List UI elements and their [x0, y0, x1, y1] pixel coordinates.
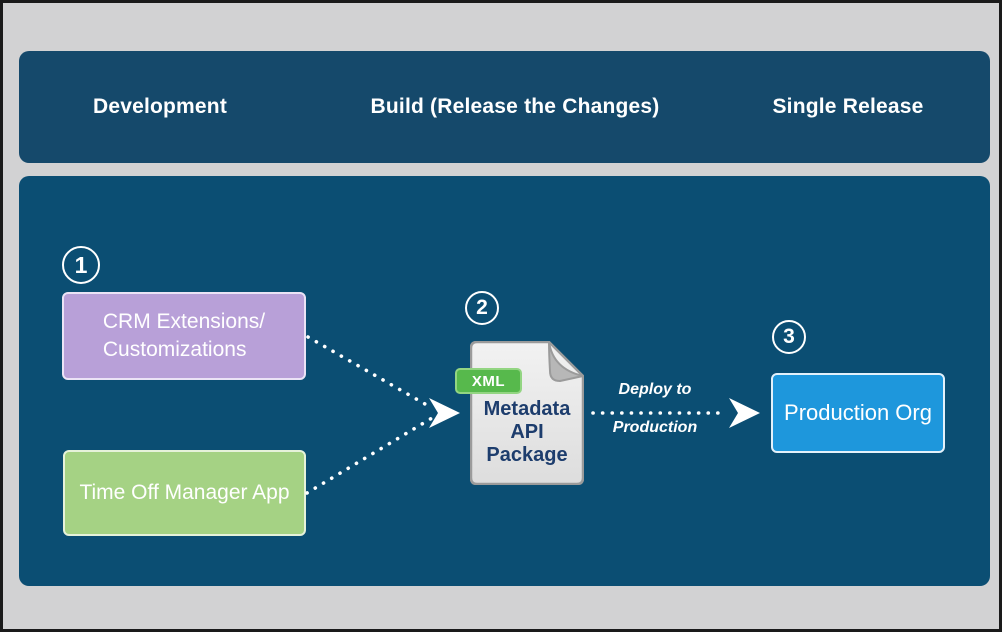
- merge-arrow-icon: [429, 398, 460, 428]
- lane-header-band: Development Build (Release the Changes) …: [19, 51, 990, 163]
- time-off-manager-label: Time Off Manager App: [79, 481, 290, 504]
- connector-lines: [305, 335, 760, 495]
- step-1-badge: 1: [62, 246, 100, 284]
- deploy-label-line2: Production: [612, 419, 698, 436]
- deploy-label-line1: Deploy to: [618, 381, 692, 398]
- xml-tag-badge: XML: [455, 368, 522, 394]
- diagram-panel: 1 CRM Extensions/ Customizations Time Of…: [19, 176, 990, 586]
- step-2-badge: 2: [465, 291, 499, 325]
- deploy-arrow-icon: [729, 398, 760, 428]
- lane-label-single-release: Single Release: [772, 95, 924, 118]
- dotted-connector-tom-to-package: [305, 416, 434, 495]
- metadata-package-label: Metadata API Package: [483, 398, 571, 466]
- lane-label-build: Build (Release the Changes): [370, 95, 660, 118]
- step-3-badge: 3: [772, 320, 806, 354]
- production-org-box: Production Org: [771, 373, 945, 453]
- crm-extensions-label: CRM Extensions/ Customizations: [102, 310, 266, 361]
- production-org-label: Production Org: [784, 400, 932, 425]
- time-off-manager-box: Time Off Manager App: [63, 450, 306, 536]
- lane-label-development: Development: [92, 95, 228, 118]
- crm-extensions-box: CRM Extensions/ Customizations: [62, 292, 306, 380]
- dotted-connector-crm-to-package: [306, 335, 434, 410]
